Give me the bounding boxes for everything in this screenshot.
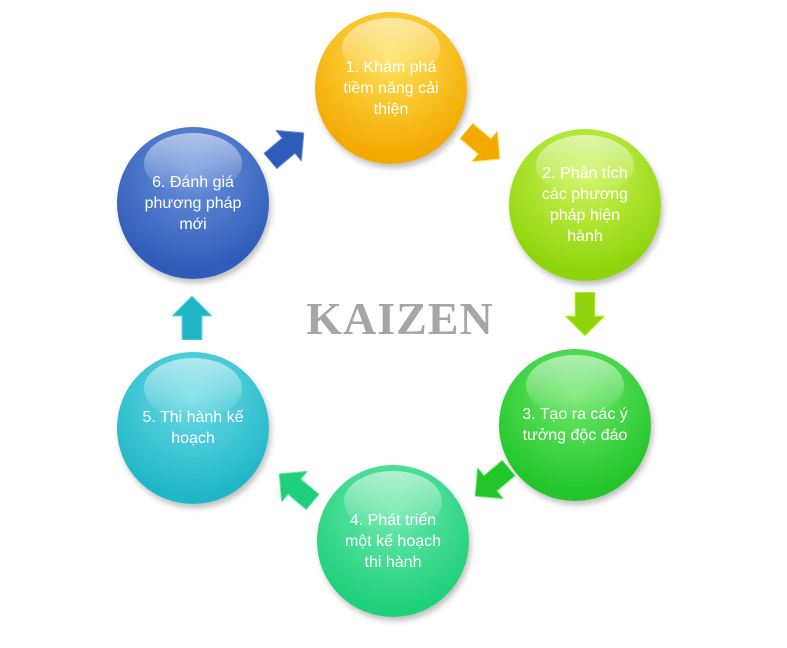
diagram-title: KAIZEN <box>306 293 494 344</box>
arrow-3-to-4-icon <box>474 459 516 500</box>
step-1-node: 1. Khám phá tiềm năng cải thiện <box>315 12 467 164</box>
step-3-label: 3. Tạo ra các ý tưởng độc đáo <box>522 406 628 444</box>
arrow-5-to-6-icon <box>172 296 212 340</box>
step-4-node: 4. Phát triển một kế hoạch thi hành <box>317 465 469 617</box>
step-6-label: 6. Đánh giá phương pháp mới <box>144 173 242 233</box>
arrow-6-to-1-icon <box>263 129 305 170</box>
arrow-2-to-3-icon <box>565 292 605 336</box>
step-2-label: 2. Phân tích các phương pháp hiện hành <box>541 165 629 245</box>
arrow-1-to-2-icon <box>459 122 501 163</box>
step-4-label: 4. Phát triển một kế hoạch thi hành <box>344 511 442 571</box>
step-5-label: 5. Thi hành kế hoạch <box>142 409 244 447</box>
arrow-4-to-5-icon <box>278 470 320 511</box>
step-3-node: 3. Tạo ra các ý tưởng độc đáo <box>499 349 651 501</box>
step-5-node: 5. Thi hành kế hoạch <box>117 352 269 504</box>
step-2-node: 2. Phân tích các phương pháp hiện hành <box>509 129 661 281</box>
step-6-node: 6. Đánh giá phương pháp mới <box>117 127 269 279</box>
step-1-label: 1. Khám phá tiềm năng cải thiện <box>343 58 439 118</box>
